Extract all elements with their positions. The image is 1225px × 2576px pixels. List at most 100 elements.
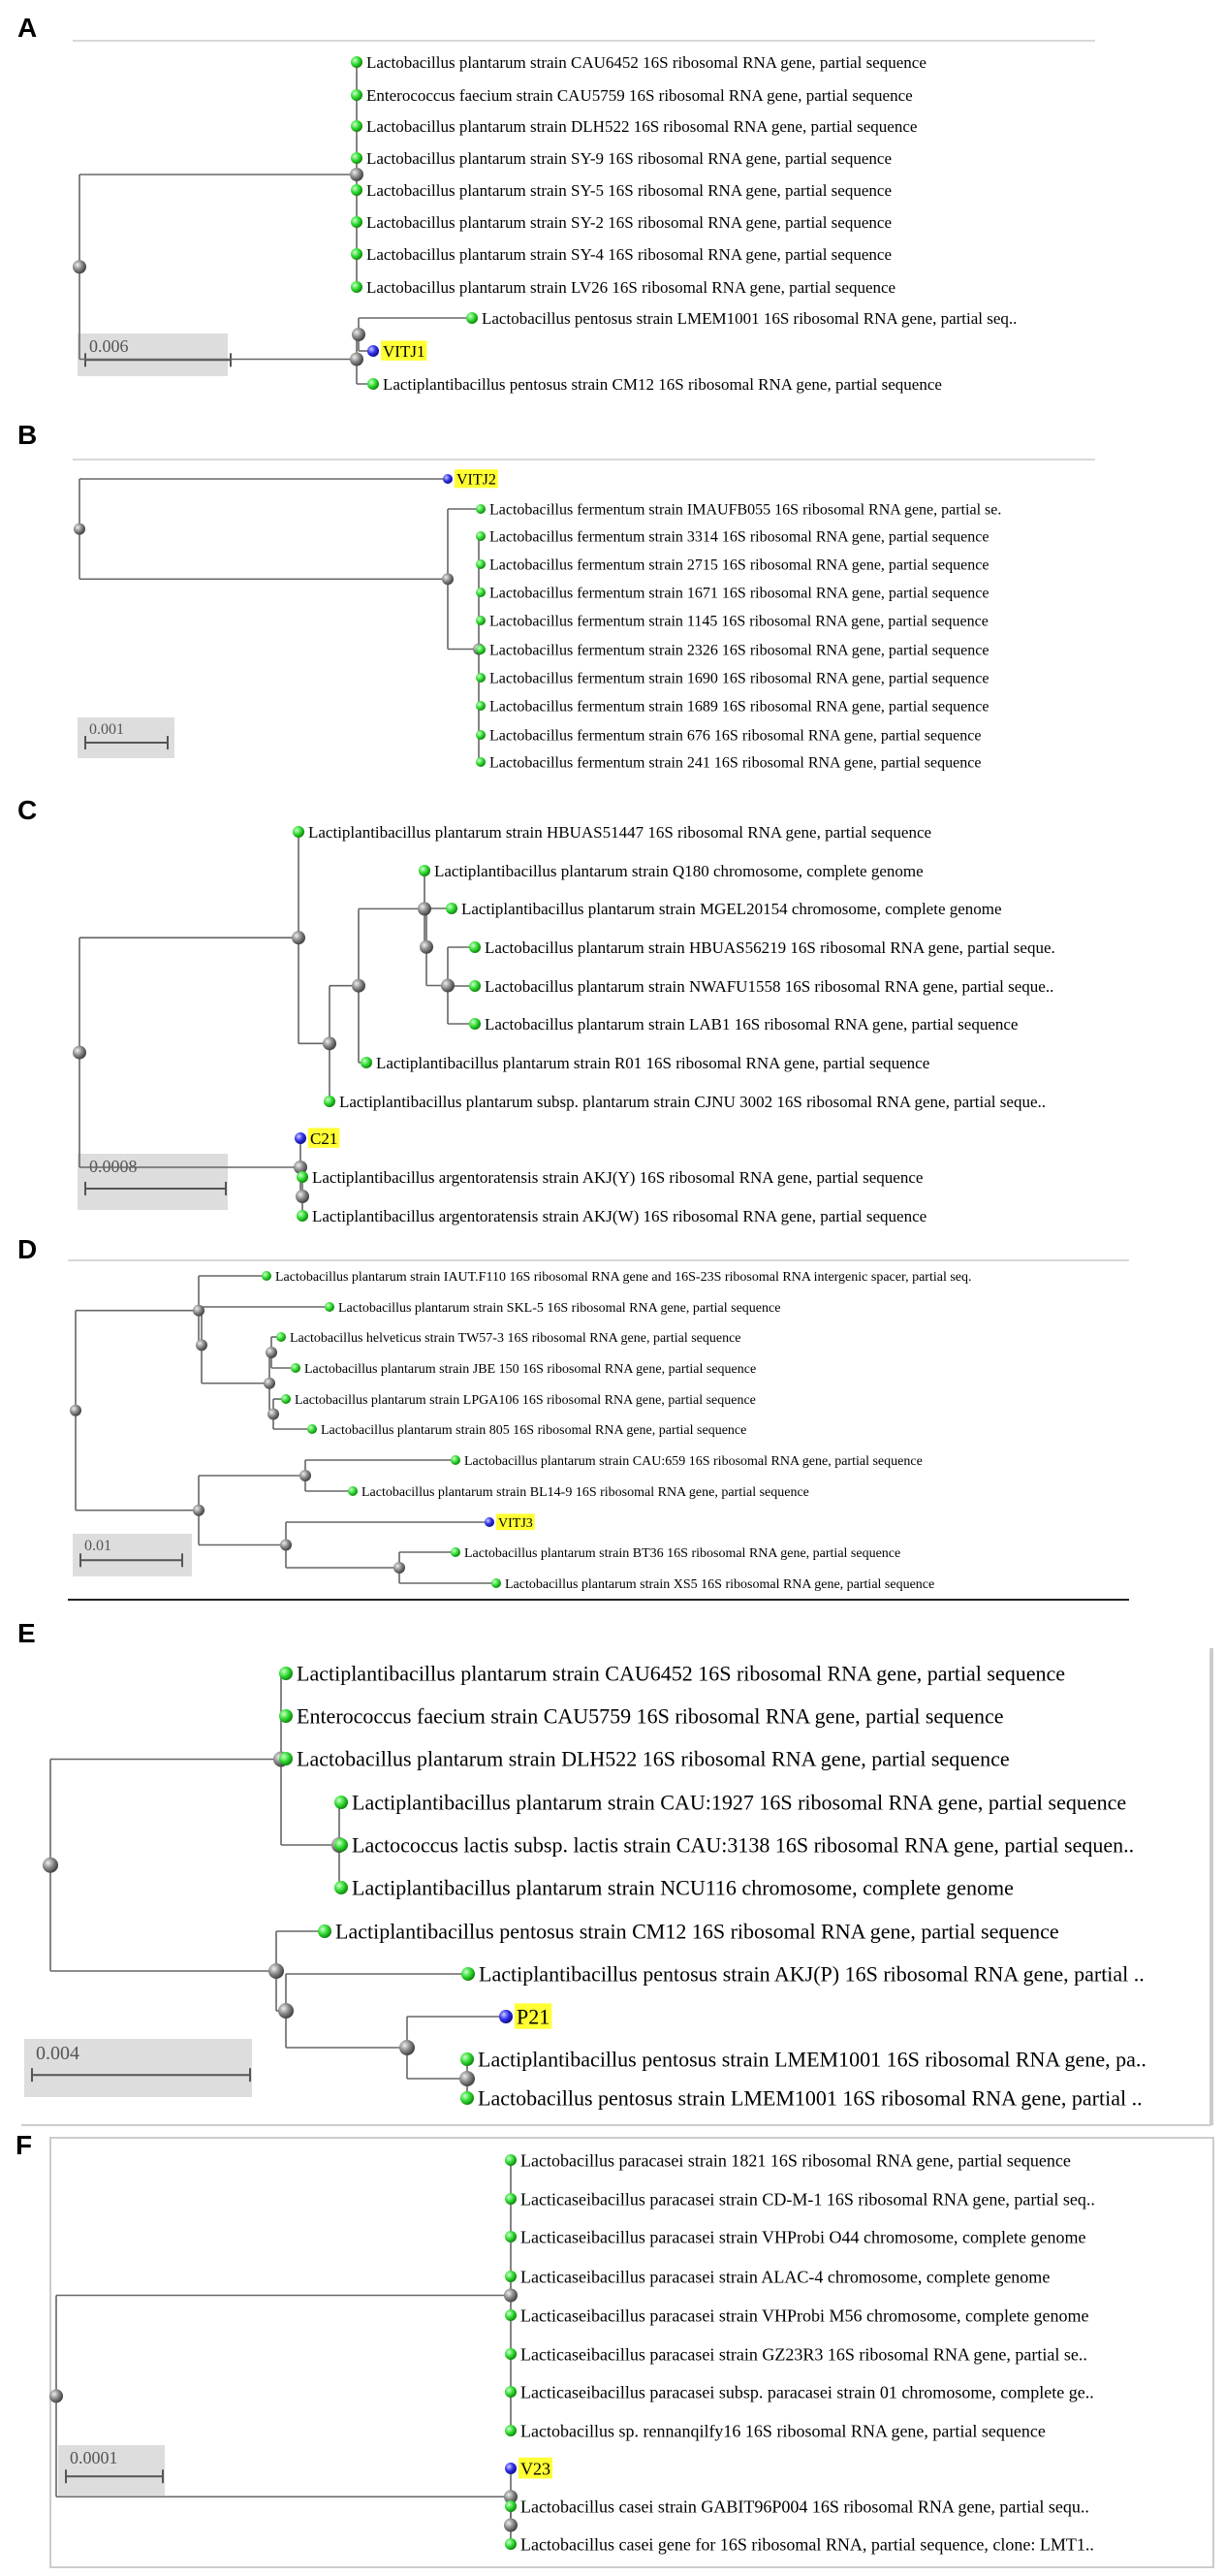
internal-node [296, 1190, 309, 1203]
panel-label: C [17, 795, 37, 825]
taxon-label: Lactobacillus plantarum strain JBE 150 1… [304, 1362, 756, 1377]
leaf-node [505, 2154, 517, 2166]
leaf-node [351, 120, 362, 132]
internal-node [350, 168, 363, 181]
query-node [499, 2010, 513, 2023]
scale-bar-background [73, 1534, 192, 1576]
internal-node [294, 1161, 307, 1174]
leaf-node [348, 1486, 358, 1496]
leaf-node [451, 1547, 460, 1557]
leaf-node [419, 865, 430, 876]
taxon-label: Lacticaseibacillus paracasei strain CD-M… [520, 2189, 1095, 2209]
internal-node [352, 978, 365, 993]
leaf-node [351, 248, 362, 260]
internal-node [441, 978, 455, 993]
taxon-label: Lactobacillus plantarum strain SKL-5 16S… [338, 1301, 780, 1316]
query-sample-label: VITJ3 [498, 1516, 533, 1531]
taxon-label: Lactobacillus fermentum strain 1671 16S … [489, 586, 989, 602]
internal-node [280, 1539, 292, 1551]
leaf-node [351, 216, 362, 228]
taxon-label: Lactobacillus fermentum strain 3314 16S … [489, 529, 989, 546]
internal-node [43, 1857, 58, 1873]
leaf-node [351, 281, 362, 293]
taxon-label: Lactobacillus plantarum strain IAUT.F110… [275, 1270, 972, 1285]
taxon-label: Lactobacillus sp. rennanqilfy16 16S ribo… [520, 2421, 1046, 2440]
internal-node [292, 931, 305, 945]
leaf-node [505, 2348, 517, 2360]
taxon-label: Lactiplantibacillus argentoratensis stra… [312, 1207, 927, 1225]
taxon-label: Lactobacillus pentosus strain LMEM1001 1… [482, 309, 1017, 328]
internal-node [352, 328, 365, 341]
taxon-label: Lactobacillus fermentum strain 2326 16S … [489, 643, 989, 659]
leaf-node [476, 559, 486, 569]
panel-label: D [17, 1234, 37, 1264]
query-sample-label: P21 [517, 2005, 550, 2029]
panel-label: B [17, 420, 37, 450]
taxon-label: Enterococcus faecium strain CAU5759 16S … [366, 86, 913, 105]
leaf-node [505, 2231, 517, 2242]
taxon-label: Lactobacillus plantarum strain LPGA106 1… [295, 1393, 756, 1408]
query-node [485, 1517, 494, 1527]
leaf-node [466, 312, 478, 324]
taxon-label: Lactobacillus plantarum strain DLH522 16… [297, 1747, 1010, 1771]
internal-node [74, 523, 85, 535]
scale-bar-background [58, 2445, 165, 2496]
internal-node [193, 1504, 204, 1516]
taxon-label: Lactobacillus plantarum strain CAU6452 1… [366, 53, 927, 72]
taxon-label: Lactobacillus casei gene for 16S ribosom… [520, 2534, 1094, 2554]
taxon-label: Lactobacillus plantarum strain BT36 16S … [464, 1546, 900, 1561]
scale-bar-value: 0.006 [89, 336, 129, 356]
leaf-node [476, 730, 486, 740]
leaf-node [476, 504, 486, 514]
taxon-label: Lactococcus lactis subsp. lactis strain … [352, 1833, 1134, 1858]
leaf-node [361, 1057, 372, 1068]
taxon-label: Lactiplantibacillus argentoratensis stra… [312, 1168, 923, 1187]
leaf-node [476, 588, 486, 597]
highlight-box [381, 340, 427, 361]
taxon-label: Lacticaseibacillus paracasei strain VHPr… [520, 2227, 1085, 2246]
leaf-node [461, 1967, 475, 1981]
taxon-label: Lactobacillus pentosus strain LMEM1001 1… [478, 2086, 1143, 2111]
taxon-label: Lactobacillus fermentum strain 2715 16S … [489, 557, 989, 574]
panel-label: F [16, 2130, 32, 2160]
scale-bar-background [78, 334, 228, 376]
leaf-node [293, 826, 304, 838]
leaf-node [291, 1363, 300, 1373]
leaf-node [351, 56, 362, 68]
leaf-node [334, 1838, 348, 1852]
taxon-label: Lactobacillus plantarum strain HBUAS5621… [485, 938, 1055, 957]
internal-node [193, 1304, 204, 1317]
leaf-node [505, 2271, 517, 2282]
leaf-node [307, 1424, 317, 1434]
taxon-label: Lactobacillus plantarum strain 805 16S r… [321, 1423, 746, 1438]
query-sample-label: C21 [310, 1129, 337, 1148]
internal-node [350, 352, 363, 366]
leaf-node [351, 89, 362, 101]
taxon-label: Lactiplantibacillus pentosus strain LMEM… [478, 2048, 1146, 2072]
query-node [295, 1132, 306, 1144]
query-node [505, 2463, 517, 2474]
taxon-label: Lactiplantibacillus plantarum strain NCU… [352, 1876, 1014, 1900]
highlight-box [518, 2457, 552, 2479]
taxon-label: Lactobacillus plantarum strain SY-5 16S … [366, 181, 892, 200]
leaf-node [451, 1455, 460, 1465]
leaf-node [460, 2091, 474, 2105]
leaf-node [279, 1667, 293, 1680]
taxon-label: Lactobacillus fermentum strain IMAUFB055… [489, 502, 1001, 519]
taxon-label: Lactobacillus fermentum strain 1690 16S … [489, 671, 989, 687]
internal-node [299, 1470, 311, 1481]
taxon-label: Lactiplantibacillus plantarum strain Q18… [434, 862, 924, 880]
leaf-node [476, 757, 486, 767]
taxon-label: Lactobacillus helveticus strain TW57-3 1… [290, 1331, 741, 1346]
scale-bar-value: 0.001 [89, 721, 124, 738]
leaf-node [469, 941, 481, 953]
leaf-node [297, 1171, 308, 1183]
leaf-node [505, 2309, 517, 2321]
taxon-label: Lactobacillus plantarum strain NWAFU1558… [485, 977, 1053, 996]
leaf-node [325, 1302, 334, 1312]
internal-node [264, 1377, 275, 1389]
leaf-node [476, 673, 486, 683]
